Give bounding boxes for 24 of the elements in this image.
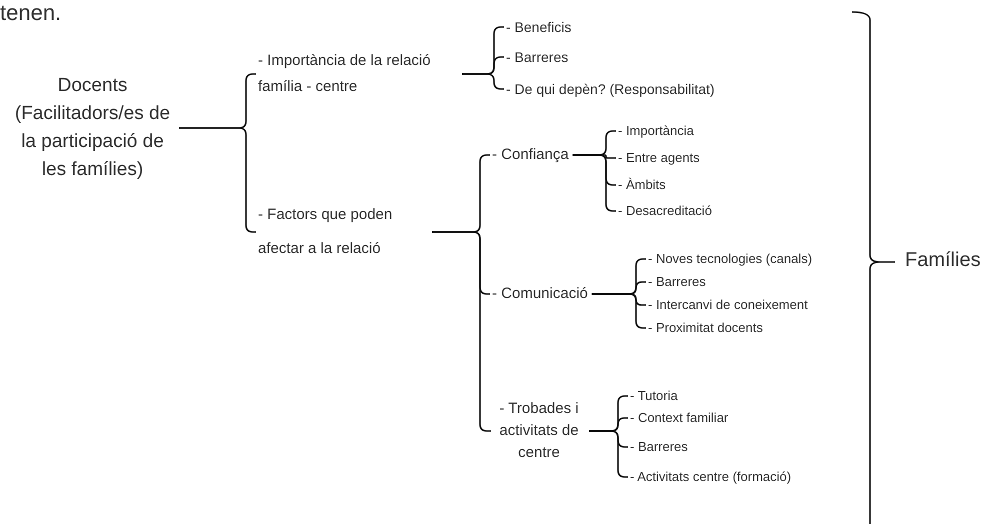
list-item-text: - Context familiar [630,410,728,426]
main-topic-text: Docents (Facilitadors/es de la participació de les famílies) [10,72,175,184]
list-item-text: - Àmbits [618,177,666,193]
list-item-text: - Barreres [630,439,688,455]
list-item-text: - Barreres [648,274,706,290]
list-item-text: - Entre agents [618,150,700,166]
list-item-text: - Trobades i activitats de centre [493,398,585,464]
brace-connector [462,73,504,90]
list-item-text: - Importància [618,123,694,139]
list-item-text: - Tutoria [630,388,678,404]
fragment-text: tenen. [0,0,62,26]
list-item-text: - Proximitat docents [648,320,763,336]
list-item-text: - Activitats centre (formació) [630,469,792,485]
subtopic-text: - Importància de la relació família - centre [258,48,458,100]
list-item-text: - De qui depèn? (Responsabilitat) [506,80,715,98]
list-item-text: - Noves tecnologies (canals) [648,251,812,267]
group-label: Famílies [905,248,981,272]
list-item-text: - Beneficis [506,18,572,36]
list-item-text: - Desacreditació [618,203,712,219]
subtopic-text: - Factors que poden afectar a la relació [258,198,428,266]
list-item-text: - Confiança [492,145,569,165]
list-item-text: - Comunicació [492,284,588,304]
list-item-text: - Intercanvi de coneixement [648,297,808,313]
list-item-text: - Barreres [506,48,568,66]
